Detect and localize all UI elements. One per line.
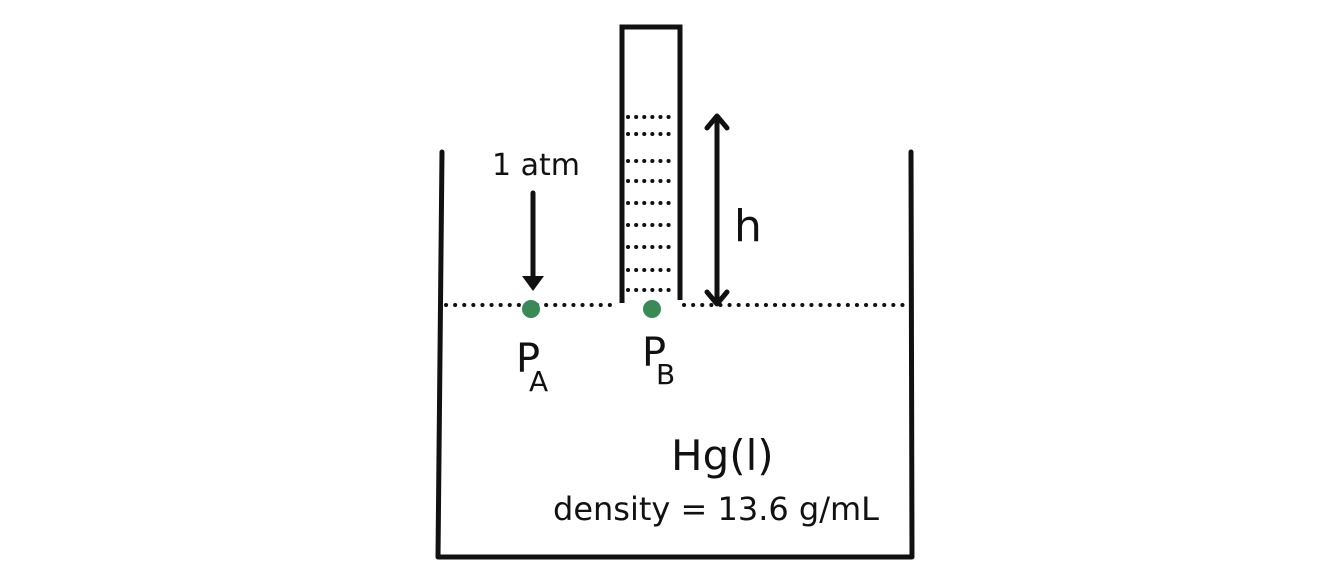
point-b-marker (643, 300, 661, 318)
liquid-label: Hg(l) (671, 431, 774, 480)
container-outline (435, 149, 915, 560)
point-b-subscript: B (656, 358, 675, 391)
point-a-label: P (516, 336, 540, 382)
barometer-tube (619, 24, 683, 303)
mercury-column (626, 115, 678, 292)
height-arrow (704, 113, 730, 307)
height-label: h (734, 201, 762, 252)
pressure-label: 1 atm (492, 148, 580, 183)
point-b-label: P (642, 330, 666, 376)
point-a-subscript: A (529, 365, 548, 398)
point-a-marker (522, 300, 540, 318)
pressure-arrow (522, 190, 544, 291)
density-label: density = 13.6 g/mL (553, 490, 879, 528)
